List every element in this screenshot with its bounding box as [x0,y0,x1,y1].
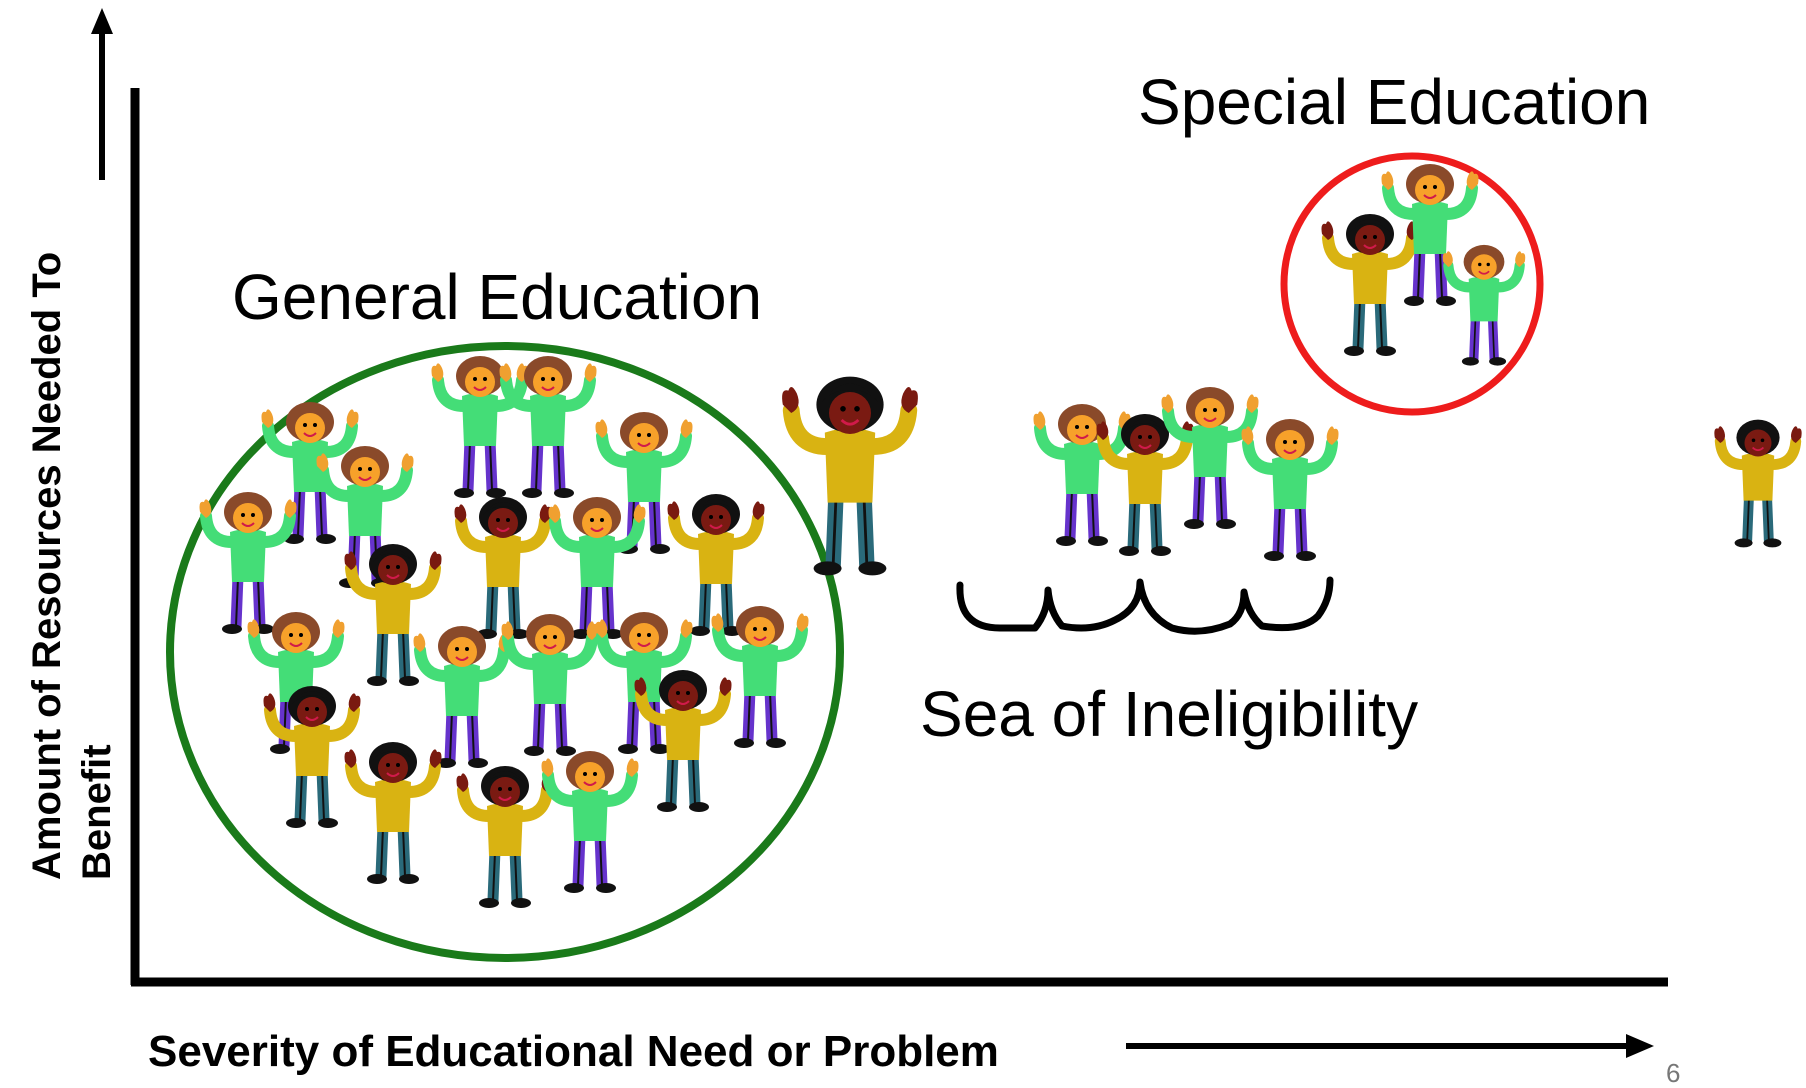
student-figure [501,614,599,756]
sea-wave-icon [956,576,1334,635]
student-figure [1033,404,1131,546]
big-student [782,376,918,576]
x-arrow-icon [1126,1034,1654,1058]
general-education-group [199,356,809,908]
student-figure [456,766,554,908]
student-figure [541,751,639,893]
student-figure [263,686,361,828]
student-figure [199,492,297,634]
students-layer [199,164,1802,908]
student-figure [344,544,442,686]
student-figure [711,606,809,748]
student-figure [431,356,529,498]
student-figure [782,376,918,576]
student-figure [1381,164,1479,306]
student-figure [1714,419,1802,548]
sea-of-ineligibility-label: Sea of Ineligibility [920,678,1419,750]
student-figure [413,626,511,768]
general-education-circle [166,342,844,962]
student-figure [634,670,732,812]
student-figure [1096,414,1194,556]
student-figure [1161,387,1259,529]
far-right-student [1714,419,1802,548]
page-number: 6 [1666,1058,1681,1088]
student-figure [344,742,442,884]
special-education-circle [1280,152,1544,416]
general-education-label: General Education [232,261,763,333]
axes [91,8,1668,1058]
student-figure [1442,244,1526,366]
special-education-label: Special Education [1138,66,1651,138]
x-axis-label: Severity of Educational Need or Problem [148,1027,999,1076]
y-arrow-icon [91,8,113,180]
y-axis-label: Amount of Resources Needed To Benefit [25,251,119,880]
student-figure [1241,419,1339,561]
student-figure [454,497,552,639]
student-figure [548,497,646,639]
student-figure [499,356,597,498]
student-figure [247,612,345,754]
student-figure [595,412,693,554]
student-figure [1321,214,1419,356]
sea-of-ineligibility-group [1033,387,1339,561]
student-figure [667,494,765,636]
special-education-group [1321,164,1526,366]
